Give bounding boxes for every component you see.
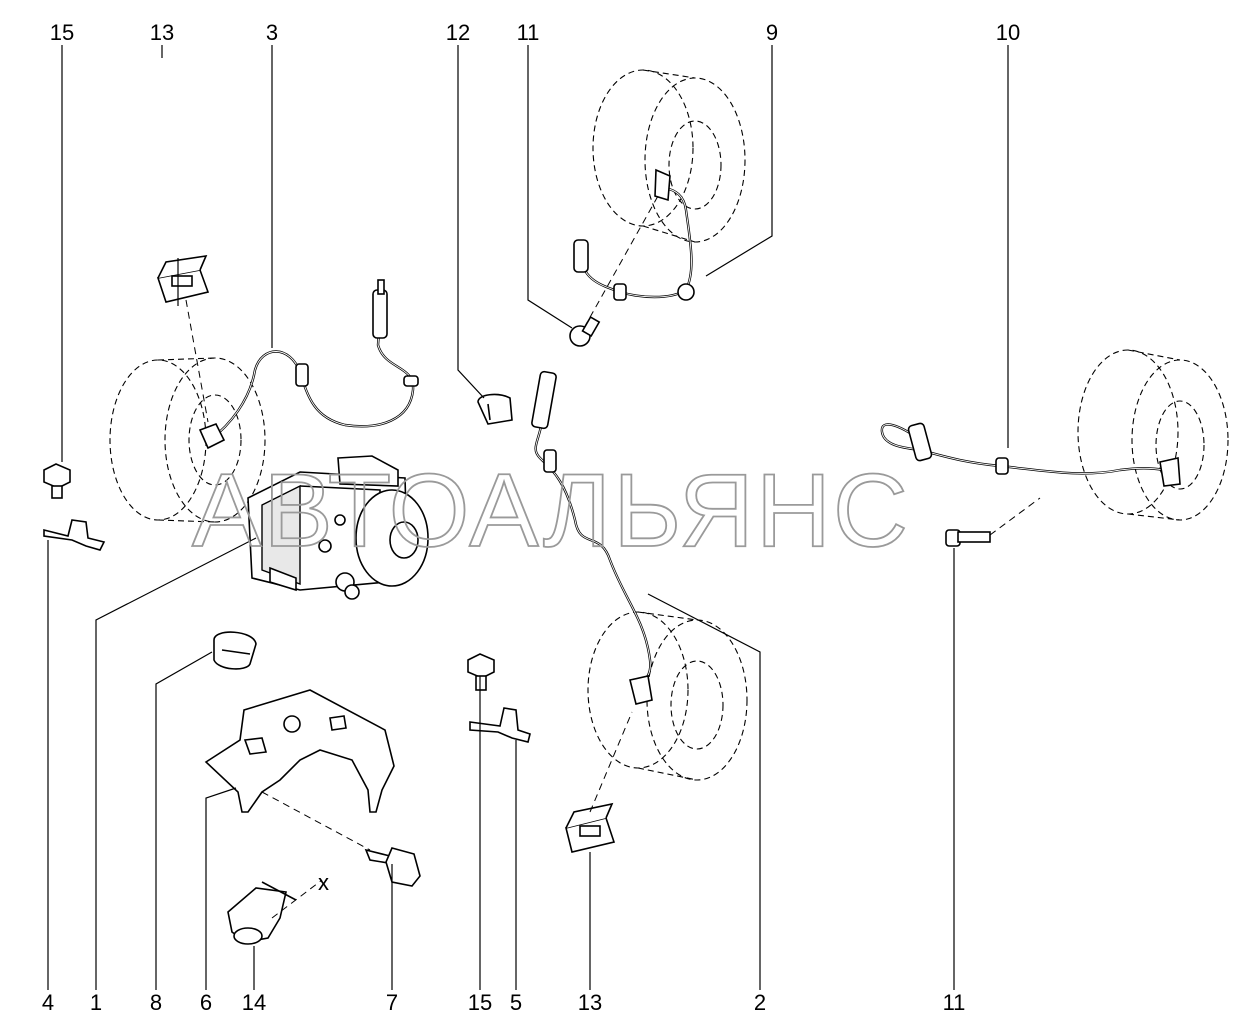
callout-6: 6 [200,990,212,1015]
sensor-cap-13-bottom [565,802,616,853]
bracket-5 [469,707,531,743]
bolt-11-right [945,529,991,547]
wheel-rear-left-outline [587,611,748,781]
callout-15-top: 15 [50,20,74,45]
callouts-top: 15 13 3 12 11 9 10 [50,20,1020,45]
front-right-sensor-harness [573,168,695,301]
callout-13-bottom: 13 [578,990,602,1015]
grommet-8 [213,631,257,670]
assembly-lines [185,195,1041,919]
callout-12: 12 [446,20,470,45]
bolt-15-middle [467,653,495,691]
dimension-x-label: x [318,870,329,895]
callout-4: 4 [42,990,54,1015]
clip-14 [227,881,297,945]
callout-11-top: 11 [517,20,540,45]
rear-left-sensor-harness [531,370,653,705]
hydraulic-unit-bracket [204,689,395,813]
callout-13-top: 13 [150,20,174,45]
callout-5: 5 [510,990,522,1015]
leader-lines [47,45,1009,990]
callout-2: 2 [754,990,766,1015]
wheel-front-right-outline [592,69,746,243]
bolt-15-left [43,463,71,499]
callout-8: 8 [150,990,162,1015]
watermark: АВТОАЛЬЯНС [192,453,910,569]
callout-15-bottom: 15 [468,990,492,1015]
rear-right-sensor-harness [880,422,1181,487]
callout-14: 14 [242,990,266,1015]
bolt-11-top [569,315,601,347]
callouts-bottom: 4 1 8 6 14 7 15 5 13 2 11 [42,990,966,1015]
callout-11-bottom: 11 [943,990,966,1015]
cable-clip-12 [477,393,513,425]
callout-10: 10 [996,20,1020,45]
bracket-4 [43,519,106,551]
callout-1: 1 [90,990,102,1015]
callout-3: 3 [266,20,278,45]
front-left-sensor-harness [198,279,419,450]
sensor-cap-13-top [156,254,210,303]
callout-9: 9 [766,20,778,45]
wheel-rear-right-outline [1077,349,1229,521]
bolt-7 [364,847,421,887]
abs-hydraulic-unit [247,455,429,600]
callout-7: 7 [386,990,398,1015]
